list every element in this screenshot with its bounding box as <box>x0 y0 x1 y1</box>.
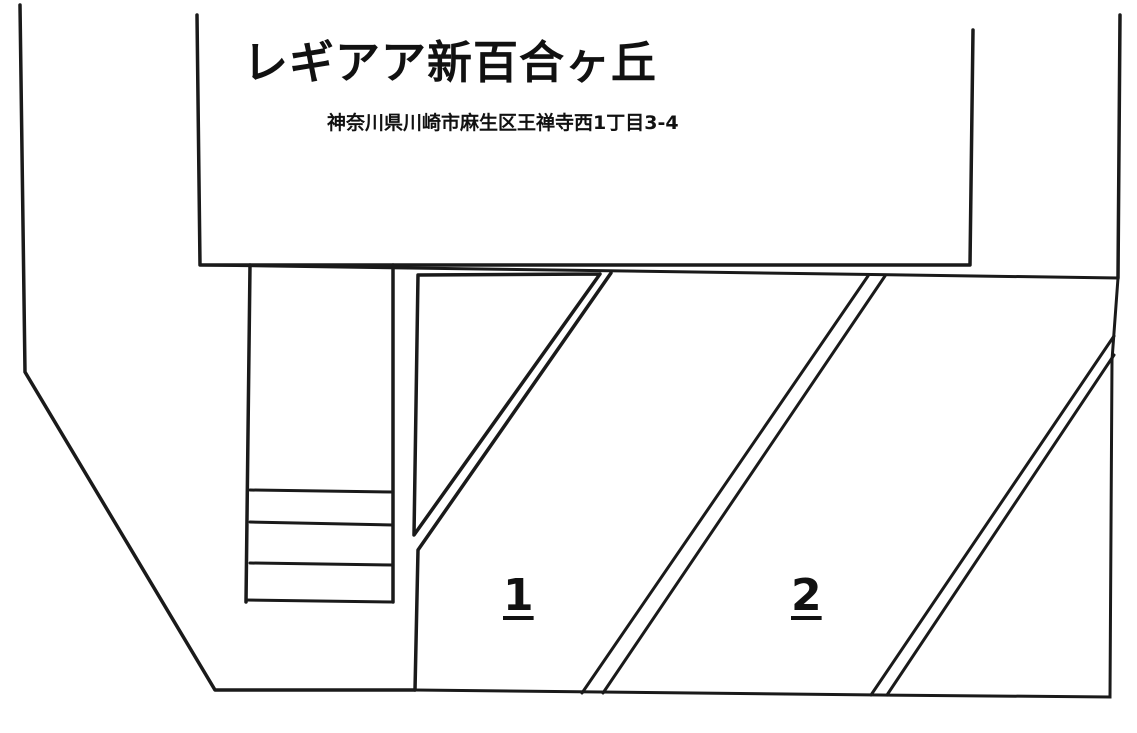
building-name: レギアア新百合ヶ丘 <box>243 36 658 89</box>
right-boundary-line <box>1116 13 1122 280</box>
bottom-boundary-line <box>413 276 1120 699</box>
divider-2-b <box>885 353 1116 697</box>
divider-1-a <box>580 274 870 695</box>
parking-space-1-label: 1 <box>503 570 534 621</box>
stair-step-4 <box>244 598 395 604</box>
stair-step-1 <box>248 488 395 494</box>
building-address: 神奈川県川崎市麻生区王禅寺西1丁目3-4 <box>327 112 679 134</box>
building-outline <box>195 13 975 267</box>
parking-space-2-label: 2 <box>791 570 822 621</box>
divider-1-b <box>601 274 887 695</box>
stair-step-3 <box>248 561 395 567</box>
triangle-area-outline <box>412 272 602 537</box>
divider-2-a <box>869 334 1116 697</box>
parking-top-line <box>198 263 1120 280</box>
stair-step-2 <box>248 520 395 527</box>
stair-left-line <box>244 263 252 604</box>
space-1-left-edge <box>413 271 613 692</box>
left-boundary-line <box>18 3 417 692</box>
